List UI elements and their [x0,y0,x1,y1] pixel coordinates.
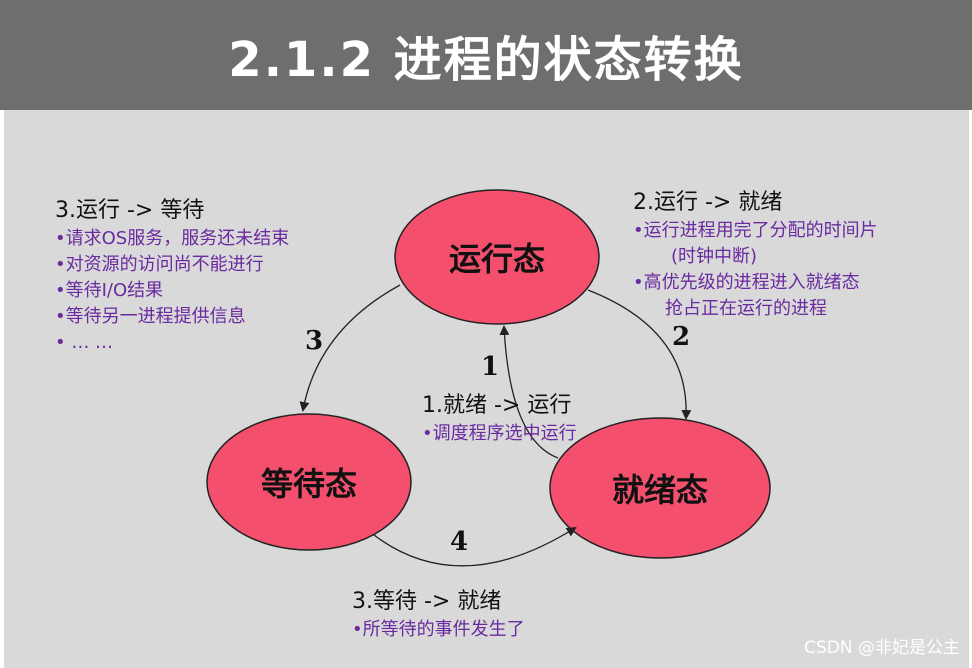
edge-number-4: 4 [450,527,469,557]
edge-number-2: 2 [672,322,691,352]
state-running-shape [394,189,600,325]
transition-3-item: •等待另一进程提供信息 [55,306,246,327]
watermark: CSDN @非妃是公主 [804,638,960,658]
transition-3-description: 3.运行 -> 等待 •请求OS服务，服务还未结束 •对资源的访问尚不能进行 •… [55,192,289,356]
transition-2-item: •运行进程用完了分配的时间片 [633,220,878,241]
transition-4-item: •所等待的事件发生了 [352,619,525,640]
state-ready: 就绪态 [611,471,708,509]
transition-2-item: 抢占正在运行的进程 [665,298,827,319]
right-border [969,110,972,668]
arrow-1-ready-to-running [499,325,559,459]
transition-2-heading: 2.运行 -> 就绪 [633,190,783,215]
state-ready-shape [549,417,771,559]
arrow-3-running-to-waiting [299,284,401,412]
transition-4-description: 3.等待 -> 就绪 •所等待的事件发生了 [352,583,525,643]
transition-2-description: 2.运行 -> 就绪 •运行进程用完了分配的时间片 (时钟中断) •高优先级的进… [633,184,878,322]
edge-number-1: 1 [481,352,500,382]
transition-3-item: •对资源的访问尚不能进行 [55,254,264,275]
transition-3-item: •等待I/O结果 [55,280,164,301]
left-border [0,110,4,668]
title-bar: 2.1.2 进程的状态转换 [0,0,972,110]
transition-3-heading: 3.运行 -> 等待 [55,198,205,223]
edge-number-3: 3 [305,326,324,356]
transition-1-heading: 1.就绪 -> 运行 [422,393,572,418]
page-title: 2.1.2 进程的状态转换 [228,32,744,88]
transition-2-item: (时钟中断) [671,246,758,267]
transition-1-description: 1.就绪 -> 运行 •调度程序选中运行 [422,387,577,447]
transition-1-item: •调度程序选中运行 [422,423,577,444]
state-waiting-shape [206,413,412,551]
arrow-2-running-to-ready [587,289,692,420]
transition-3-item: • … … [55,332,114,353]
state-waiting: 等待态 [260,465,357,503]
state-running: 运行态 [448,240,545,278]
transition-4-heading: 3.等待 -> 就绪 [352,589,502,614]
arrow-4-waiting-to-ready [373,526,577,567]
transition-2-item: •高优先级的进程进入就绪态 [633,272,860,293]
transition-3-item: •请求OS服务，服务还未结束 [55,228,290,249]
